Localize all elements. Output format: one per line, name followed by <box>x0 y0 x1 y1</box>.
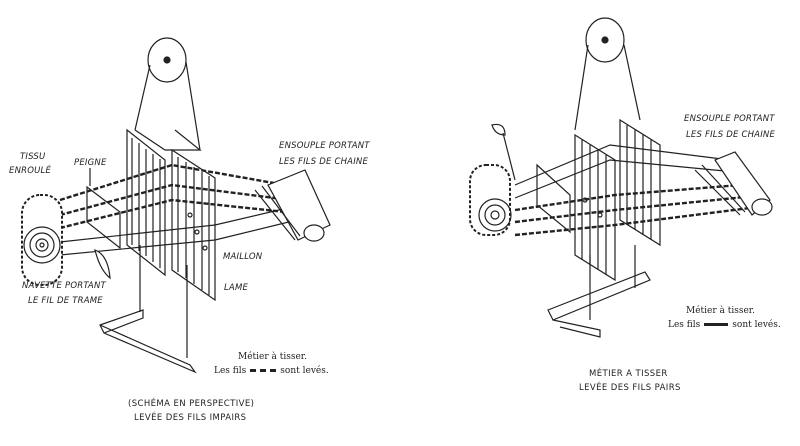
shuttle <box>94 249 111 280</box>
pulley <box>134 37 202 151</box>
legend-suffix: sont levés. <box>732 320 781 330</box>
legend-line-right: Les fils sont levés. <box>668 320 781 330</box>
caption-line-2: LEVÉE DES FILS IMPAIRS <box>134 413 247 423</box>
caption-line-1: (SCHÉMA EN PERSPECTIVE) <box>128 399 255 409</box>
legend-line: Les fils sont levés. <box>214 366 329 376</box>
label-ensouple-2: LES FILS DE CHAINE <box>279 157 369 167</box>
legend-title: Métier à tisser. <box>238 352 307 362</box>
reed-peigne <box>536 163 571 234</box>
label-ensouple-1-right: ENSOUPLE PORTANT <box>684 114 775 124</box>
dashed-thread-symbol <box>250 369 277 372</box>
label-navette-2: LE FIL DE TRAME <box>28 296 103 306</box>
warp-beam <box>694 151 773 216</box>
caption-line-1-right: MÉTIER A TISSER <box>589 369 668 379</box>
legend-title-right: Métier à tisser. <box>686 306 755 316</box>
legend-prefix: Les fils <box>214 366 247 376</box>
label-maillon: MAILLON <box>223 252 263 262</box>
label-ensouple-2-right: LES FILS DE CHAINE <box>686 130 776 140</box>
legend-prefix: Les fils <box>668 320 701 330</box>
label-navette-1: NAVETTE PORTANT <box>22 281 106 291</box>
pulley <box>574 17 641 131</box>
cloth-roll <box>21 194 63 286</box>
cloth-roll <box>469 164 512 236</box>
label-tissu: TISSU <box>20 152 46 162</box>
label-lame: LAME <box>224 283 249 293</box>
warp-beam <box>254 169 331 242</box>
left-loom-illustration <box>21 37 331 374</box>
label-enroule: ENROULÉ <box>9 166 52 176</box>
shuttle <box>491 123 516 181</box>
caption-line-2-right: LEVÉE DES FILS PAIRS <box>579 383 681 393</box>
warp-threads <box>514 144 751 237</box>
label-peigne: PEIGNE <box>74 158 107 168</box>
heddle-frame-back <box>619 118 661 247</box>
label-ensouple-1: ENSOUPLE PORTANT <box>279 141 370 151</box>
legend-suffix: sont levés. <box>280 366 329 376</box>
treadle <box>99 245 197 374</box>
right-loom-illustration <box>469 17 773 338</box>
heddle-frame-back <box>126 128 166 277</box>
solid-thread-symbol <box>704 323 729 326</box>
treadle <box>547 245 651 338</box>
